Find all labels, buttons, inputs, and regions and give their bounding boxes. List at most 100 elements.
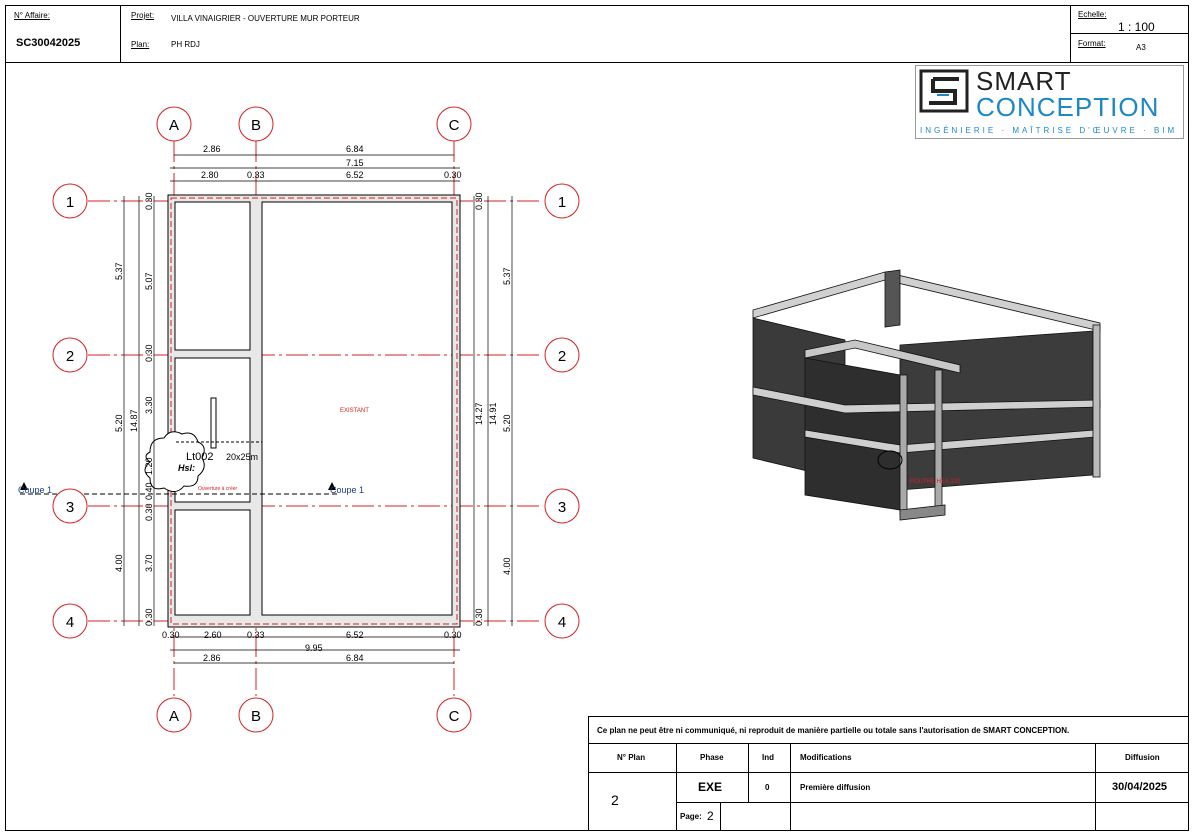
left-dim-3: 4.00 [114,554,124,572]
title-block [588,716,1189,831]
tb-vline-3 [790,743,791,831]
right-dim-3: 4.00 [502,557,512,575]
affaire-label: N° Affaire: [14,11,50,20]
tb-page-value: 2 [707,809,714,823]
top-dim-2: 6.84 [346,144,364,154]
top-dim-5: 6.52 [346,170,364,180]
grid-label-c-top: C [449,117,460,134]
right-dim-total1: 14.27 [474,402,484,425]
tb-vline-2 [748,743,749,802]
left-dim-2: 5.20 [114,414,124,432]
left-dim-1: 5.37 [114,262,124,280]
tb-col-ind: Ind [762,753,774,762]
lintel-size: 20x25m [226,452,258,462]
tb-diff: 30/04/2025 [1112,781,1168,793]
tb-col-modif: Modifications [800,753,852,762]
tb-phase: EXE [698,780,723,794]
echelle-value: 1 : 100 [1118,20,1155,34]
right-dim-1: 5.37 [502,267,512,285]
left-dim-i6: 0.40 [144,482,154,500]
walls [167,194,461,628]
left-dim-total: 14.87 [129,409,139,432]
grid-label-a-bot: A [169,708,179,725]
grid-label-3-left: 3 [66,499,74,516]
tb-line-3 [676,802,1189,803]
bot-dim-7: 6.84 [346,653,364,663]
tb-vline-4 [1095,743,1096,831]
left-dim-i8: 3.70 [144,554,154,572]
ouverture-label: Ouverture à créer [198,486,238,492]
grid-label-a-top: A [169,117,179,134]
left-dim-i9: 0.30 [144,608,154,626]
grid-label-2-right: 2 [558,348,566,365]
top-dim-1: 2.86 [203,144,221,154]
affaire-value: SC30042025 [16,37,81,49]
grid-label-b-top: B [251,117,261,134]
echelle-label: Echelle: [1078,10,1107,19]
top-dim-total: 7.15 [346,158,364,168]
bot-dim-4: 6.52 [346,630,364,640]
company-logo: SMART CONCEPTION INGÉNIERIE · MAÎTRISE D… [915,65,1184,139]
right-dim-2: 5.20 [502,414,512,432]
lintel-tag: Lt002 [186,451,214,463]
tb-vline-5 [720,802,721,831]
tb-page-label: Page: [680,812,702,821]
grid-label-2-left: 2 [66,348,74,365]
format-value: A3 [1136,43,1146,52]
tb-plan-no: 2 [611,792,619,808]
left-dim-i2: 5.07 [144,272,154,290]
top-dim-4: 0.33 [247,170,265,180]
left-dim-i1: 0.30 [144,192,154,210]
logo-line1: SMART [976,66,1072,96]
right-dim-total2: 14.91 [488,402,498,425]
logo-tagline: INGÉNIERIE · MAÎTRISE D'ŒUVRE · BIM [920,126,1178,135]
grid-label-4-right: 4 [558,614,566,631]
tb-ind: 0 [765,783,770,792]
grid-label-1-left: 1 [66,194,74,211]
bot-dim-3: 0.33 [247,630,265,640]
coupe-left: Coupe 1 [18,485,52,495]
tb-notice: Ce plan ne peut être ni communiqué, ni r… [597,726,1070,735]
top-dim-3: 2.80 [201,170,219,180]
header-bottom-border [5,62,1189,63]
top-dim-6: 0.30 [444,170,462,180]
floor-plan: 2.86 6.84 7.15 2.80 0.33 6.52 0.30 0.30 … [18,106,580,733]
existant-label: EXISTANT [340,408,369,414]
grid-label-1-right: 1 [558,194,566,211]
format-label: Format: [1078,39,1106,48]
tb-col-diff: Diffusion [1125,753,1160,762]
header-divider-3 [1070,33,1189,34]
beam-label: POUTRE HEA 120 [910,479,961,485]
plan-value: PH RDJ [171,40,200,49]
bot-dim-5: 0.30 [444,630,462,640]
header-divider-1 [120,5,121,62]
logo-mark-icon [919,69,969,113]
dimension-lines [123,154,513,664]
bot-dim-1: 0.30 [162,630,180,640]
lintel-hsl: Hsl: [178,463,195,473]
left-dim-i3: 0.30 [144,344,154,362]
tb-vline-1 [676,743,677,831]
plan-label: Plan: [131,40,150,49]
grid-label-3-right: 3 [558,499,566,516]
logo-line2: CONCEPTION [976,92,1160,122]
tb-col-phase: Phase [700,753,724,762]
grid-label-b-bot: B [251,708,261,725]
grid-label-c-bot: C [449,708,460,725]
bot-dim-2: 2.60 [204,630,222,640]
projet-value: VILLA VINAIGRIER - OUVERTURE MUR PORTEUR [171,14,360,23]
grid-bubbles [52,106,580,733]
left-dim-i4: 3.30 [144,396,154,414]
drawing-frame [5,5,1189,831]
grid-label-4-left: 4 [66,614,74,631]
tb-line-2 [588,772,1189,773]
tb-line-1 [588,743,1189,744]
right-dim-s1: 0.30 [474,192,484,210]
tb-modif: Première diffusion [800,783,871,792]
bot-dim-6: 2.86 [203,653,221,663]
view-3d: POUTRE HEA 120 [752,269,1101,521]
tb-col-plan: N° Plan [617,753,646,762]
left-dim-i7: 0.30 [144,503,154,521]
left-dim-i5: 1.20 [144,457,154,475]
projet-label: Projet: [131,11,155,20]
